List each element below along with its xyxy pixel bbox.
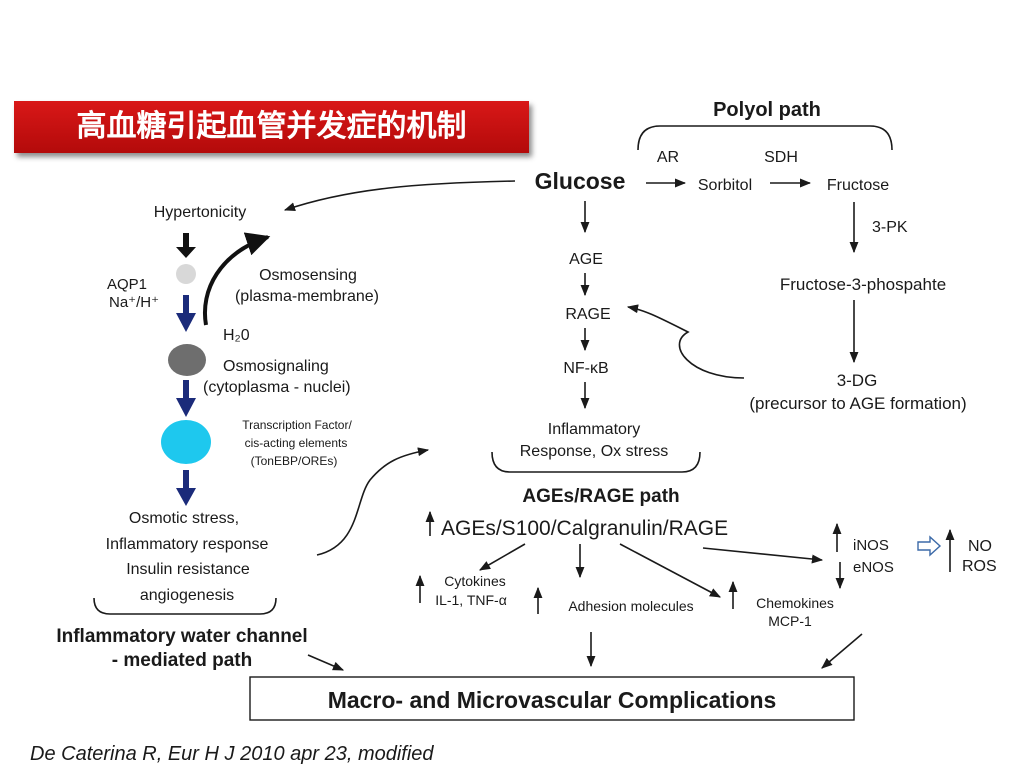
citation: De Caterina R, Eur H J 2010 apr 23, modi… [30,743,434,765]
tf-label-line2: cis-acting elements [245,436,348,450]
osmosensing-curve-arrow [203,232,271,326]
tf-label-line1: Transcription Factor/ [242,418,352,432]
arrow-ages-chemokines [619,543,721,598]
glucose-label: Glucose [535,168,626,194]
na-h-label: Na⁺/H⁺ [109,294,159,311]
chemokines-label: Chemokines [756,595,834,611]
osmosensing-sub-label: (plasma-membrane) [235,288,379,305]
3dg-note: (precursor to AGE formation) [749,394,966,413]
rage-label: RAGE [565,306,610,323]
osmosignaling-marker [168,344,206,376]
sorbitol-label: Sorbitol [698,177,752,194]
ar-enzyme-label: AR [657,149,679,166]
h2o-label: H₂0 [223,327,250,344]
adhesion-molecules-label: Adhesion molecules [568,598,693,614]
inflammatory-label: Inflammatory [548,421,640,438]
title-banner: 高血糖引起血管并发症的机制 [14,101,529,153]
arrow-aqp1-osmosignaling [176,295,196,332]
complications-label: Macro- and Microvascular Complications [328,687,777,713]
aqp1-label: AQP1 [107,276,147,293]
arrow-outcomes-inflammatory [316,447,430,556]
complications-box [249,676,855,721]
ros-label: ROS [962,558,997,575]
outcomes-brace [93,597,277,615]
ox-stress-label: Response, Ox stress [520,443,669,460]
hypertonicity-label: Hypertonicity [154,204,246,221]
osmosensing-label: Osmosensing [259,267,357,284]
arrow-hypertonicity-aqp1 [176,233,196,258]
insulin-resistance-label: Insulin resistance [126,561,250,578]
3pk-label: 3-PK [872,219,908,236]
polyol-heading: Polyol path [713,99,821,121]
nfkb-label: NF-κB [563,360,608,377]
3dg-label: 3-DG [837,371,878,390]
tf-label-line3: (TonEBP/OREs) [251,454,338,468]
cytokines-label: Cytokines [444,573,505,589]
polyol-brace [637,125,893,151]
transcription-factor-marker [161,420,211,464]
arrow-ages-inos [702,547,824,564]
osmotic-stress-label: Osmotic stress, [129,510,239,527]
arrow-water-channel-complications [307,654,345,671]
osmosignaling-label: Osmosignaling [223,358,329,375]
arrow-3dg-rage [626,304,745,379]
arrow-ages-cytokines [479,543,526,571]
arrow-tf-outcomes [176,470,196,506]
ages-rage-heading: AGEs/RAGE path [522,486,679,507]
sdh-enzyme-label: SDH [764,149,798,166]
ages-s100-label: AGEs/S100/Calgranulin/RAGE [441,517,728,540]
angiogenesis-label: angiogenesis [140,587,234,604]
arrow-osmosignaling-tf [176,380,196,417]
inflammatory-response-label: Inflammatory response [106,536,269,553]
slide-title: 高血糖引起血管并发症的机制 [76,109,467,144]
hollow-arrow-nos-no [917,535,942,557]
water-channel-path-sub-label: - mediated path [112,650,252,671]
arrow-chemokines-complications [821,633,863,669]
fructose-3-phosphate-label: Fructose-3-phospahte [780,275,946,294]
il1-tnf-label: IL-1, TNF-α [435,592,507,608]
arrow-glucose-hypertonicity [283,180,516,212]
aqp1-marker [176,264,196,284]
enos-label: eNOS [853,559,894,576]
water-channel-path-label: Inflammatory water channel [56,626,307,647]
inflammatory-brace [491,451,701,473]
fructose-label: Fructose [827,177,889,194]
age-label: AGE [569,251,603,268]
mcp1-label: MCP-1 [768,613,812,629]
inos-label: iNOS [853,537,889,554]
no-label: NO [968,538,992,555]
osmosignaling-sub-label: (cytoplasma - nuclei) [203,379,351,396]
